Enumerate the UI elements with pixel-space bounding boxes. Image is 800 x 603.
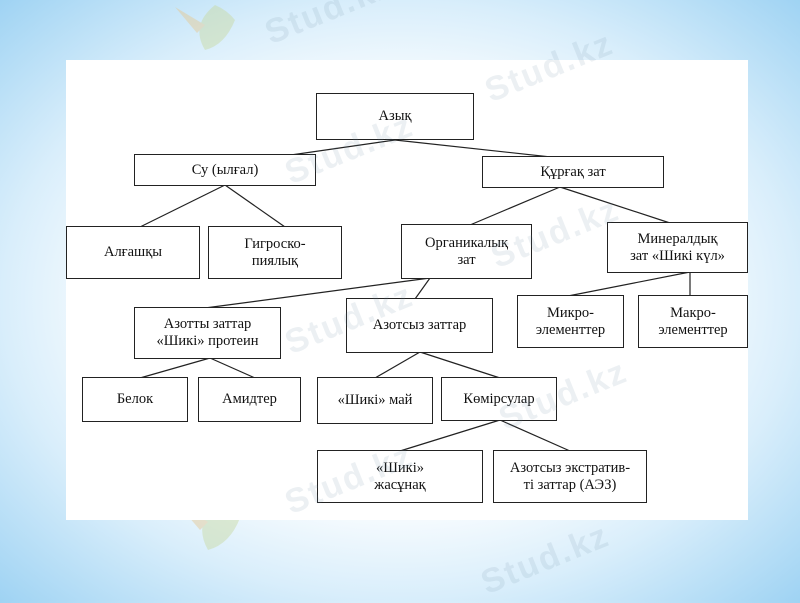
node-carbohydrates-label: Көмірсулар bbox=[463, 390, 535, 407]
node-dry-matter-label: Құрғақ зат bbox=[540, 163, 606, 180]
node-protein-label: Белок bbox=[116, 391, 154, 407]
node-organic: Органикалық зат bbox=[401, 224, 532, 279]
node-macroelements-line1: Макро- bbox=[670, 304, 716, 321]
node-amides: Амидтер bbox=[198, 377, 301, 422]
node-crude-fat: «Шикі» май bbox=[317, 377, 433, 424]
node-root-label: Азық bbox=[378, 108, 412, 124]
node-primary: Алғашқы bbox=[66, 226, 200, 279]
node-water: Су (ылғал) bbox=[134, 154, 316, 186]
node-nfe-line2: ті заттар (АЭЗ) bbox=[523, 476, 617, 493]
node-water-label: Су (ылғал) bbox=[191, 161, 259, 178]
node-microelements-line1: Микро- bbox=[546, 304, 595, 321]
node-mineral-line2: зат «Шикі күл» bbox=[630, 247, 725, 264]
node-root: Азық bbox=[316, 93, 474, 140]
node-amides-label: Амидтер bbox=[222, 391, 277, 407]
node-macroelements: Макро- элементтер bbox=[638, 295, 748, 348]
node-nonnitrogenous-label: Азотсыз заттар bbox=[372, 317, 467, 333]
node-nitrogenous-line2: «Шикі» протеин bbox=[156, 333, 259, 349]
hummingbird-logo-top bbox=[175, 5, 235, 50]
node-primary-label: Алғашқы bbox=[103, 244, 163, 260]
node-carbohydrates: Көмірсулар bbox=[441, 377, 557, 421]
node-crude-fat-label: «Шикі» май bbox=[337, 392, 413, 408]
node-protein: Белок bbox=[82, 377, 188, 422]
watermark: Stud.kz bbox=[259, 0, 399, 52]
node-mineral: Минералдық зат «Шикі күл» bbox=[607, 222, 748, 273]
node-macroelements-line2: элементтер bbox=[658, 321, 728, 338]
node-crude-fiber-line2: жасұнақ bbox=[374, 476, 426, 493]
node-hygroscopic-line2: пиялық bbox=[251, 252, 299, 269]
node-nitrogenous-line1: Азотты заттар bbox=[163, 316, 252, 332]
node-crude-fiber: «Шикі» жасұнақ bbox=[317, 450, 483, 503]
watermark: Stud.kz bbox=[475, 516, 615, 602]
node-nitrogenous: Азотты заттар «Шикі» протеин bbox=[134, 307, 281, 359]
node-dry-matter: Құрғақ зат bbox=[482, 156, 664, 188]
node-microelements-line2: элементтер bbox=[535, 321, 606, 338]
node-nonnitrogenous: Азотсыз заттар bbox=[346, 298, 493, 353]
node-nfe-line1: Азотсыз экстратив- bbox=[509, 459, 631, 476]
node-hygroscopic: Гигроско- пиялық bbox=[208, 226, 342, 279]
node-crude-fiber-line1: «Шикі» bbox=[376, 459, 424, 476]
node-nfe: Азотсыз экстратив- ті заттар (АЭЗ) bbox=[493, 450, 647, 503]
node-organic-line1: Органикалық bbox=[424, 234, 509, 251]
node-organic-line2: зат bbox=[457, 251, 476, 268]
node-microelements: Микро- элементтер bbox=[517, 295, 624, 348]
node-mineral-line1: Минералдық bbox=[637, 230, 718, 247]
node-hygroscopic-line1: Гигроско- bbox=[244, 235, 306, 252]
